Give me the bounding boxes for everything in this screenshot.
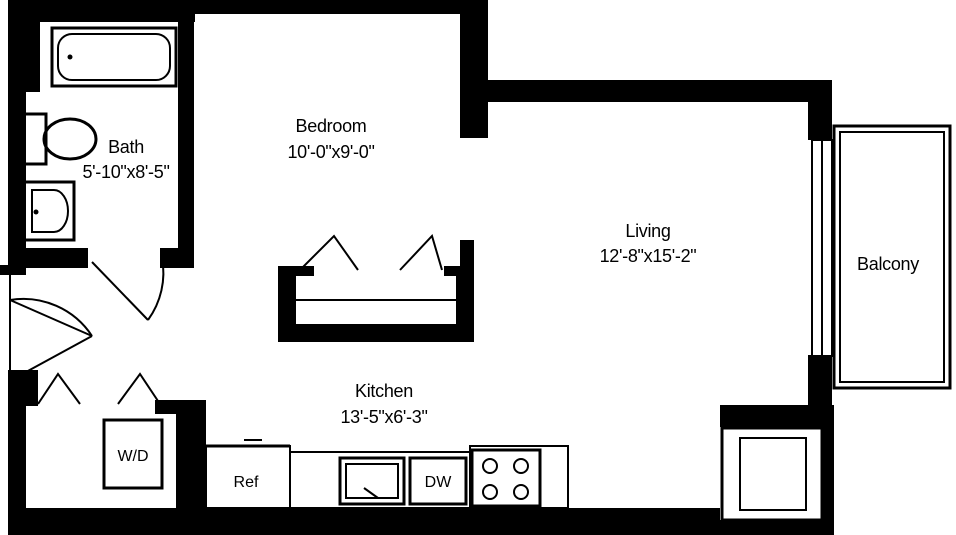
sink-icon xyxy=(22,180,76,242)
room-living: Living 12'-8"x15'-2" xyxy=(600,221,697,266)
room-bedroom: Bedroom 10'-0"x9'-0" xyxy=(287,116,374,162)
wall-living-top xyxy=(460,80,832,102)
kitchen-sink-icon xyxy=(338,456,406,506)
wall-left-stub xyxy=(0,265,26,275)
closet-bifold-doors xyxy=(37,372,161,405)
living-size: 12'-8"x15'-2" xyxy=(600,246,697,266)
wall-bath-bottom-stub xyxy=(160,248,194,268)
balcony-name: Balcony xyxy=(857,254,919,274)
refrigerator-label: Ref xyxy=(234,474,259,491)
utility-closet xyxy=(720,426,824,522)
wall-right-bottom xyxy=(720,405,832,427)
wall-bedroom-closet-top-right xyxy=(444,266,474,276)
kitchen-name: Kitchen xyxy=(355,381,413,401)
wall-bottom-right xyxy=(700,520,834,535)
dishwasher: DW xyxy=(408,456,468,506)
wall-bedroom-closet-right xyxy=(456,266,474,342)
bath-name: Bath xyxy=(108,137,144,157)
wall-top-bath xyxy=(8,0,195,22)
living-name: Living xyxy=(625,221,670,241)
room-kitchen: Kitchen 13'-5"x6'-3" xyxy=(340,381,427,427)
wall-bath-bottom xyxy=(8,248,88,268)
kitchen-counter xyxy=(205,439,569,509)
room-bath: Bath 5'-10"x8'-5" xyxy=(82,137,169,182)
wall-left-lower xyxy=(8,400,26,535)
wall-right-edge xyxy=(822,405,834,535)
stove-icon xyxy=(470,448,542,508)
balcony-railing xyxy=(811,124,952,390)
bedroom-name: Bedroom xyxy=(296,116,367,136)
bedroom-closet-bifold-doors xyxy=(296,234,456,301)
exterior-walls xyxy=(0,0,834,535)
bedroom-size: 10'-0"x9'-0" xyxy=(287,142,374,162)
kitchen-size: 13'-5"x6'-3" xyxy=(340,407,427,427)
wall-left-upper xyxy=(8,0,26,268)
bath-door xyxy=(91,257,165,321)
dishwasher-label: DW xyxy=(425,474,453,491)
wall-bedroom-closet-left xyxy=(278,266,296,342)
bath-size: 5'-10"x8'-5" xyxy=(82,162,169,182)
interior-walls xyxy=(8,0,474,508)
toilet-icon xyxy=(22,112,98,166)
wall-bedroom-right xyxy=(460,0,488,138)
wall-closet-stub xyxy=(155,400,206,414)
wall-bedroom-closet-top-left xyxy=(278,266,314,276)
wall-closet-right xyxy=(176,400,206,508)
wall-entry-left-top xyxy=(8,370,38,406)
wall-living-right-upper xyxy=(808,80,832,140)
bathtub xyxy=(26,22,178,92)
refrigerator: Ref xyxy=(234,474,259,491)
wall-bath-right xyxy=(178,0,194,265)
washer-dryer: W/D xyxy=(102,418,164,490)
wall-bottom xyxy=(8,508,720,535)
washer-dryer-label: W/D xyxy=(117,448,148,465)
wall-top-bedroom xyxy=(190,0,488,14)
wall-bedroom-closet-bottom xyxy=(278,324,474,342)
entry-door xyxy=(9,268,93,373)
room-balcony: Balcony xyxy=(857,254,920,274)
